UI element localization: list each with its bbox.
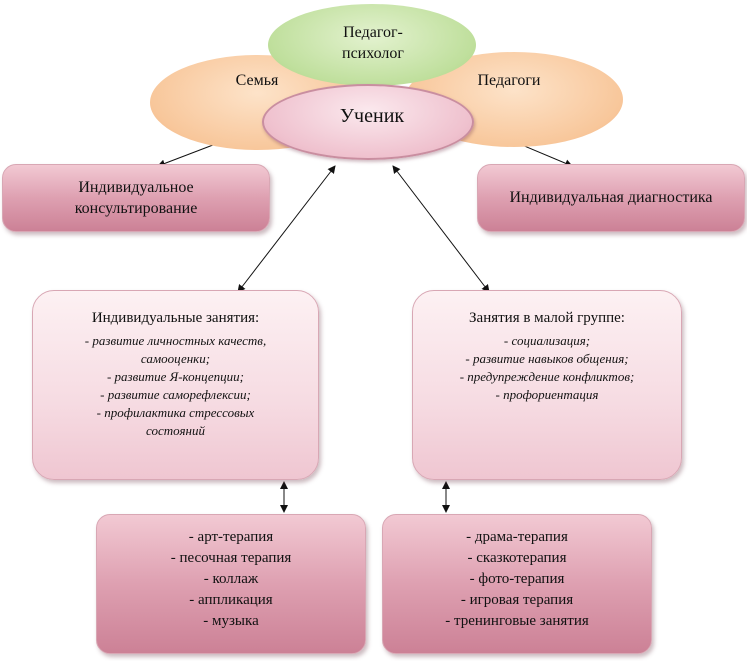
list-item: - социализация; [503, 333, 591, 348]
techniques-right-list: - драма-терапия - сказкотерапия - фото-т… [383, 527, 651, 632]
consultation-box: Индивидуальное консультирование [2, 164, 270, 232]
arrow-student-individual [237, 165, 336, 293]
individual-sessions-list: - развитие личностных качеств, самооценк… [33, 332, 318, 440]
list-item: - тренинговые занятия [445, 613, 589, 629]
list-item: - песочная терапия [170, 550, 292, 566]
list-item: - аппликация [189, 592, 273, 608]
student-label: Ученик [339, 105, 405, 127]
list-item: - развитие саморефлексии; [100, 387, 251, 402]
psychologist-label: Педагог- психолог [342, 24, 404, 62]
list-item: - сказкотерапия [467, 550, 567, 566]
techniques-left-box: - арт-терапия - песочная терапия - колла… [96, 514, 366, 654]
group-sessions-box: Занятия в малой группе: - социализация; … [412, 290, 682, 480]
psychologist-ellipse [268, 4, 476, 86]
list-item: - коллаж [203, 571, 259, 587]
list-item: - профилактика стрессовых состояний [96, 405, 255, 438]
list-item: - развитие личностных качеств, самооценк… [84, 333, 267, 366]
list-item: - фото-терапия [469, 571, 565, 587]
list-item: - профориентация [495, 387, 599, 402]
family-label: Семья [235, 72, 279, 89]
list-item: - развитие Я-концепции; [106, 369, 245, 384]
list-item: - развитие навыков общения; [465, 351, 629, 366]
list-item: - драма-терапия [466, 529, 568, 545]
list-item: - музыка [203, 613, 259, 629]
list-item: - предупреждение конфликтов; [459, 369, 635, 384]
individual-sessions-title: Индивидуальные занятия: [91, 310, 260, 326]
list-item: - игровая терапия [460, 592, 574, 608]
student-ellipse [262, 84, 474, 160]
techniques-left-list: - арт-терапия - песочная терапия - колла… [97, 527, 365, 632]
consultation-label: Индивидуальное консультирование [74, 179, 198, 217]
arrow-student-group [392, 165, 490, 293]
group-sessions-title: Занятия в малой группе: [469, 310, 625, 326]
individual-sessions-box: Индивидуальные занятия: - развитие лично… [32, 290, 319, 480]
group-sessions-list: - социализация; - развитие навыков общен… [413, 332, 681, 404]
diagnostics-box: Индивидуальная диагностика [477, 164, 745, 232]
list-item: - арт-терапия [188, 529, 274, 545]
diagnostics-label: Индивидуальная диагностика [509, 189, 713, 206]
teachers-label: Педагоги [477, 72, 541, 89]
techniques-right-box: - драма-терапия - сказкотерапия - фото-т… [382, 514, 652, 654]
